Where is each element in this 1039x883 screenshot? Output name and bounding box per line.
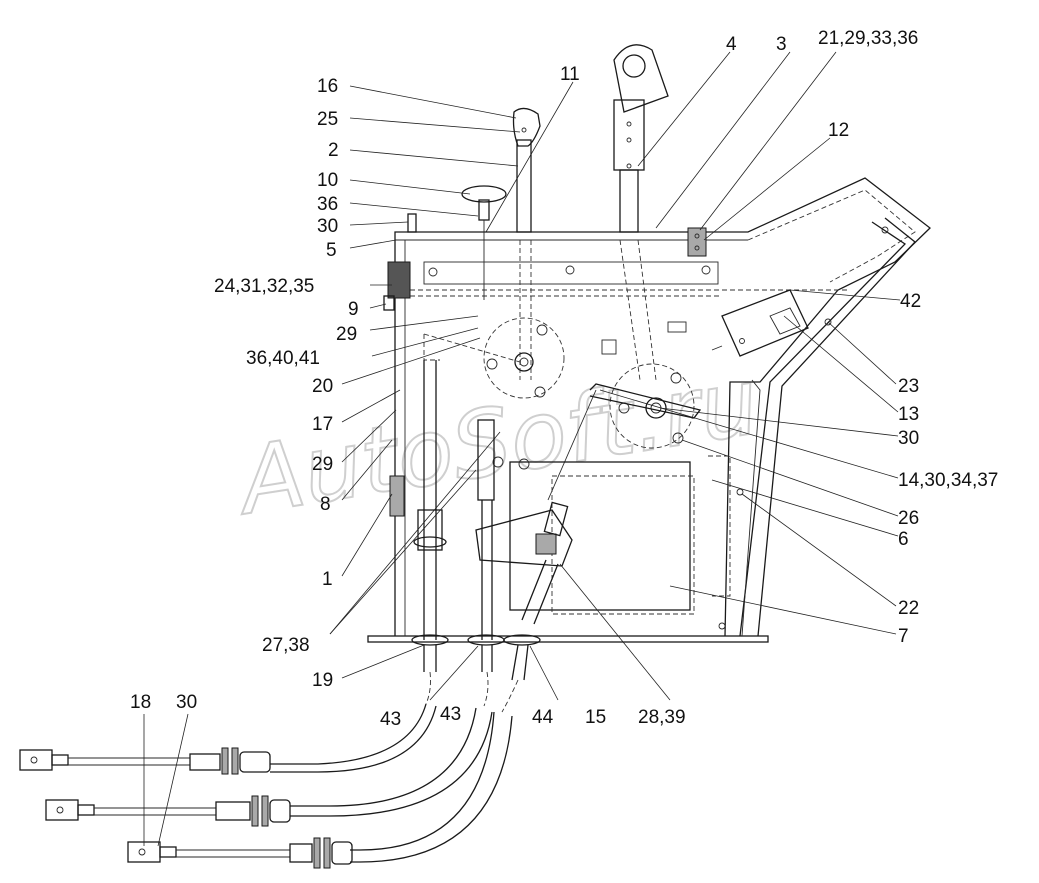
callout-30: 30: [317, 216, 338, 237]
callout-16: 16: [317, 76, 338, 97]
callout-labels: 16 25 2 10 36 30 5 24,31,32,35 9 29 36,4…: [130, 28, 998, 730]
callout-36-40-41: 36,40,41: [246, 348, 320, 369]
callout-22: 22: [898, 598, 919, 619]
callout-44: 44: [532, 707, 554, 728]
callout-11: 11: [560, 64, 580, 85]
inner-box: [509, 461, 691, 611]
side-plug: [383, 295, 395, 311]
callout-36: 36: [317, 194, 338, 215]
pivot-plate-right: [547, 363, 702, 501]
callout-14-30-34-37: 14,30,34,37: [898, 470, 998, 491]
pivot-plate-left: [483, 317, 565, 399]
callout-21-29-33-36: 21,29,33,36: [818, 28, 918, 49]
knob: [461, 185, 507, 300]
top-bracket: [687, 227, 707, 257]
callout-29: 29: [336, 324, 357, 345]
callout-5: 5: [326, 240, 337, 261]
callout-19: 19: [312, 670, 333, 691]
cables: [270, 644, 529, 863]
callout-10: 10: [317, 170, 338, 191]
callout-7: 7: [898, 626, 909, 647]
grommet: [503, 634, 541, 646]
callout-8: 8: [320, 494, 331, 515]
callout-1: 1: [322, 569, 333, 590]
lever-main: [613, 44, 669, 381]
callout-6: 6: [898, 529, 909, 550]
lower-clamp: [389, 475, 405, 517]
callout-27-38: 27,38: [262, 635, 310, 656]
lever-left: [512, 107, 541, 380]
callout-2: 2: [328, 140, 339, 161]
cable-end-2: [45, 795, 291, 827]
callout-30-b: 30: [898, 428, 919, 449]
cable-bracket: [475, 509, 573, 567]
callout-30-c: 30: [176, 692, 197, 713]
screw: [701, 265, 711, 275]
base-plate: [367, 635, 769, 643]
callout-24-31-32-35: 24,31,32,35: [214, 276, 314, 297]
grommet: [411, 634, 449, 646]
callout-12: 12: [828, 120, 849, 141]
screw: [428, 267, 438, 277]
side-clamp: [387, 261, 411, 299]
callout-9: 9: [348, 299, 359, 320]
callout-42: 42: [900, 291, 921, 312]
cable-end-1: [19, 747, 271, 775]
leader-lines: [143, 51, 901, 847]
callout-3: 3: [776, 34, 787, 55]
callout-23: 23: [898, 376, 919, 397]
callout-28-39: 28,39: [638, 707, 686, 728]
callout-43-b: 43: [440, 704, 461, 725]
callout-17: 17: [312, 414, 333, 435]
callout-26: 26: [898, 508, 919, 529]
callout-13: 13: [898, 404, 919, 425]
side-bracket: [718, 217, 916, 637]
callout-29-b: 29: [312, 454, 333, 475]
callout-25: 25: [317, 109, 338, 130]
screw: [565, 265, 575, 275]
callout-18: 18: [130, 692, 151, 713]
cable-end-3: [127, 837, 353, 869]
link-rod: [423, 333, 524, 363]
callout-15: 15: [585, 707, 606, 728]
switch-box: [711, 289, 809, 357]
watermark: AutoSoft.ru: [228, 348, 765, 536]
callout-4: 4: [726, 34, 737, 55]
cable-rods: [413, 360, 559, 640]
callout-20: 20: [312, 376, 333, 397]
stud: [407, 213, 417, 233]
callout-43-a: 43: [380, 709, 401, 730]
